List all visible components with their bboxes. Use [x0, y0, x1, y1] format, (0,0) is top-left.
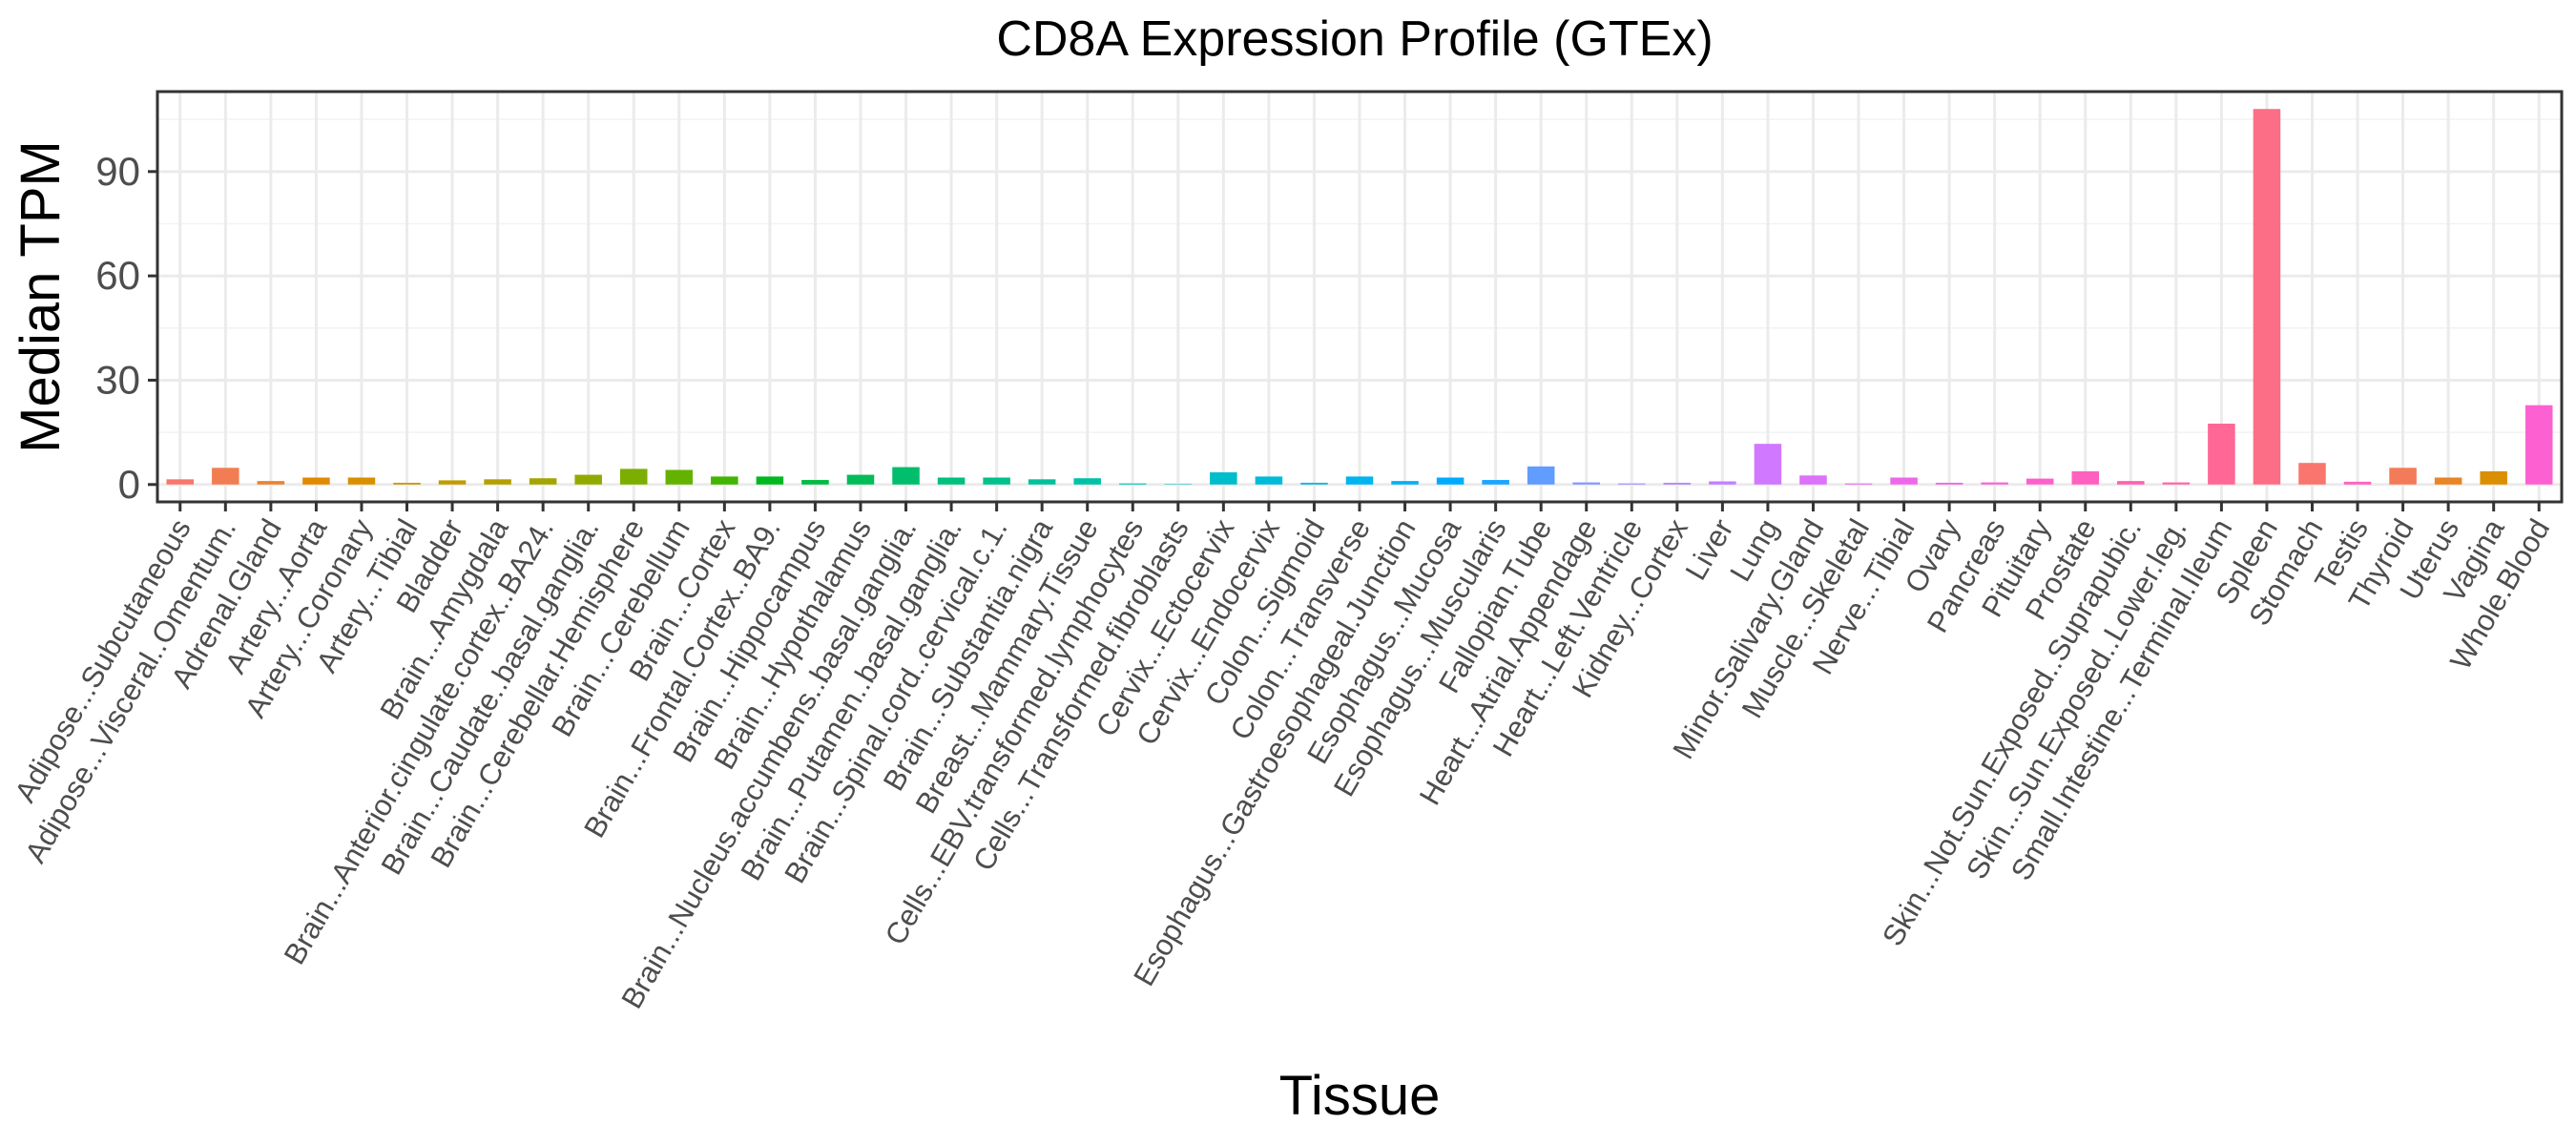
bar	[1482, 480, 1509, 485]
y-tick-label: 60	[95, 253, 140, 298]
bar	[302, 477, 330, 485]
bar	[801, 480, 829, 485]
bar	[212, 468, 239, 485]
bar	[393, 482, 421, 485]
bar	[2162, 482, 2191, 485]
bar	[2524, 405, 2553, 485]
bar	[1754, 444, 1782, 485]
gridlines	[157, 92, 2562, 502]
bar	[1119, 483, 1147, 485]
bar	[2253, 109, 2281, 485]
bar	[1935, 482, 1963, 485]
bar	[2389, 468, 2417, 485]
y-axis: 0 30 60 90	[95, 149, 157, 507]
bar	[2434, 477, 2462, 485]
y-tick-label: 0	[118, 462, 140, 507]
bar	[983, 477, 1010, 485]
bar	[1799, 475, 1827, 485]
bar	[711, 476, 738, 485]
bar	[892, 467, 920, 485]
bar	[2298, 463, 2326, 485]
bar	[484, 479, 511, 485]
y-tick-label: 30	[95, 357, 140, 402]
bar	[2480, 470, 2507, 485]
chart-title: CD8A Expression Profile (GTEx)	[996, 11, 1713, 67]
bar	[937, 477, 966, 485]
bar	[619, 468, 648, 485]
bar	[574, 474, 602, 485]
bar	[1844, 483, 1873, 485]
bar	[1391, 481, 1419, 485]
bar	[1164, 484, 1193, 485]
bar	[1345, 476, 1374, 485]
bar	[1255, 476, 1283, 485]
bar	[2117, 481, 2145, 485]
bar	[257, 481, 285, 485]
bar	[438, 480, 467, 485]
y-tick-label: 90	[95, 149, 140, 194]
bar	[1028, 479, 1056, 485]
bar	[1073, 478, 1101, 485]
x-tick-label: Adipose...Visceral..Omentum.	[18, 513, 242, 868]
bar	[1527, 466, 1555, 485]
bar	[665, 469, 694, 485]
bar	[1618, 483, 1646, 485]
y-axis-title: Median TPM	[10, 140, 72, 453]
bar	[1436, 477, 1465, 485]
bar	[529, 478, 557, 485]
bar	[1663, 482, 1692, 485]
bar	[1300, 482, 1328, 485]
bar	[1981, 482, 2008, 485]
x-axis-title: Tissue	[1279, 1065, 1441, 1127]
bar	[2343, 481, 2372, 485]
bar	[2071, 470, 2100, 485]
bar	[166, 479, 195, 485]
bar	[1709, 481, 1736, 485]
bar	[347, 477, 376, 485]
bar	[2208, 424, 2235, 485]
bar-series	[166, 109, 2553, 485]
bar	[1572, 482, 1600, 485]
x-axis: Adipose...SubcutaneousAdipose...Visceral…	[8, 502, 2556, 1014]
bar	[846, 474, 875, 485]
bar	[2025, 478, 2054, 485]
bar	[756, 476, 784, 485]
bar	[1890, 477, 1918, 485]
bar	[1210, 472, 1237, 485]
